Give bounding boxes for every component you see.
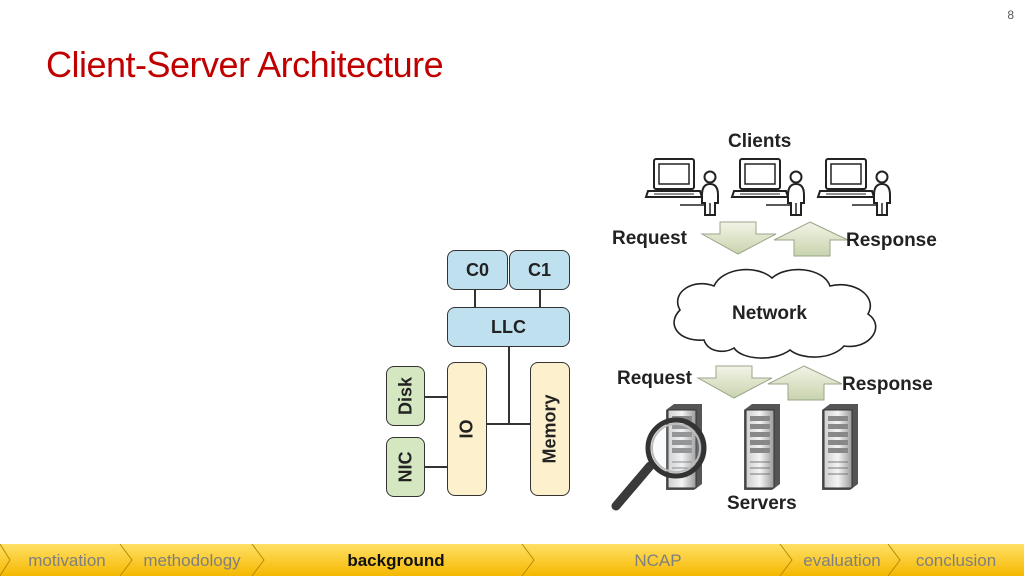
nic-label: NIC — [395, 451, 415, 483]
disk-box: Disk — [386, 366, 425, 426]
network-label: Network — [732, 303, 807, 324]
nic-io-connector — [425, 466, 448, 468]
servers-label: Servers — [727, 493, 797, 514]
nav-item-methodology[interactable]: methodology — [143, 551, 241, 570]
clients-label: Clients — [728, 131, 792, 152]
c0-llc-connector — [474, 290, 476, 307]
disk-label: Disk — [395, 376, 415, 416]
laptop-icon — [645, 158, 705, 206]
nic-box: NIC — [386, 437, 425, 497]
page-number: 8 — [1007, 8, 1014, 22]
request-top-label: Request — [612, 228, 687, 249]
memory-box: Memory — [530, 362, 570, 496]
user-icon — [787, 170, 805, 216]
server-tower-icon — [743, 403, 781, 491]
core-c1-label: C1 — [527, 259, 551, 280]
io-box: IO — [447, 362, 487, 496]
io-label: IO — [456, 419, 477, 439]
disk-io-connector — [425, 396, 448, 398]
nav-item-motivation[interactable]: motivation — [28, 551, 106, 570]
magnifier-icon — [611, 417, 707, 511]
server-tower-icon — [821, 403, 859, 491]
down-arrow-icon — [700, 221, 777, 255]
nav-item-background[interactable]: background — [347, 551, 445, 570]
request-bottom-label: Request — [617, 368, 692, 389]
section-nav-bar: motivation methodology background NCAP e… — [0, 543, 1024, 577]
memory-label: Memory — [539, 394, 560, 464]
nav-chevron-background — [0, 543, 1024, 577]
user-icon — [701, 170, 719, 216]
io-memory-bus — [487, 423, 530, 425]
servers-group — [611, 403, 859, 511]
slide-title: Client-Server Architecture — [46, 44, 444, 85]
up-arrow-icon — [773, 221, 849, 257]
nav-item-evaluation[interactable]: evaluation — [803, 551, 881, 570]
core-c1-box: C1 — [509, 250, 570, 290]
nav-item-conclusion[interactable]: conclusion — [915, 551, 997, 570]
core-c0-box: C0 — [447, 250, 508, 290]
up-arrow-icon — [767, 365, 843, 401]
c1-llc-connector — [539, 290, 541, 307]
cloud-icon — [673, 268, 877, 359]
laptop-icon — [731, 158, 791, 206]
llc-bus-connector — [508, 347, 510, 424]
user-icon — [873, 170, 891, 216]
response-top-label: Response — [846, 230, 937, 251]
llc-label: LLC — [491, 316, 526, 337]
laptop-icon — [817, 158, 877, 206]
nav-item-ncap[interactable]: NCAP — [634, 551, 682, 570]
core-c0-label: C0 — [465, 259, 489, 280]
llc-box: LLC — [447, 307, 570, 347]
down-arrow-icon — [696, 365, 773, 399]
response-bottom-label: Response — [842, 374, 933, 395]
clients-group — [645, 158, 891, 216]
